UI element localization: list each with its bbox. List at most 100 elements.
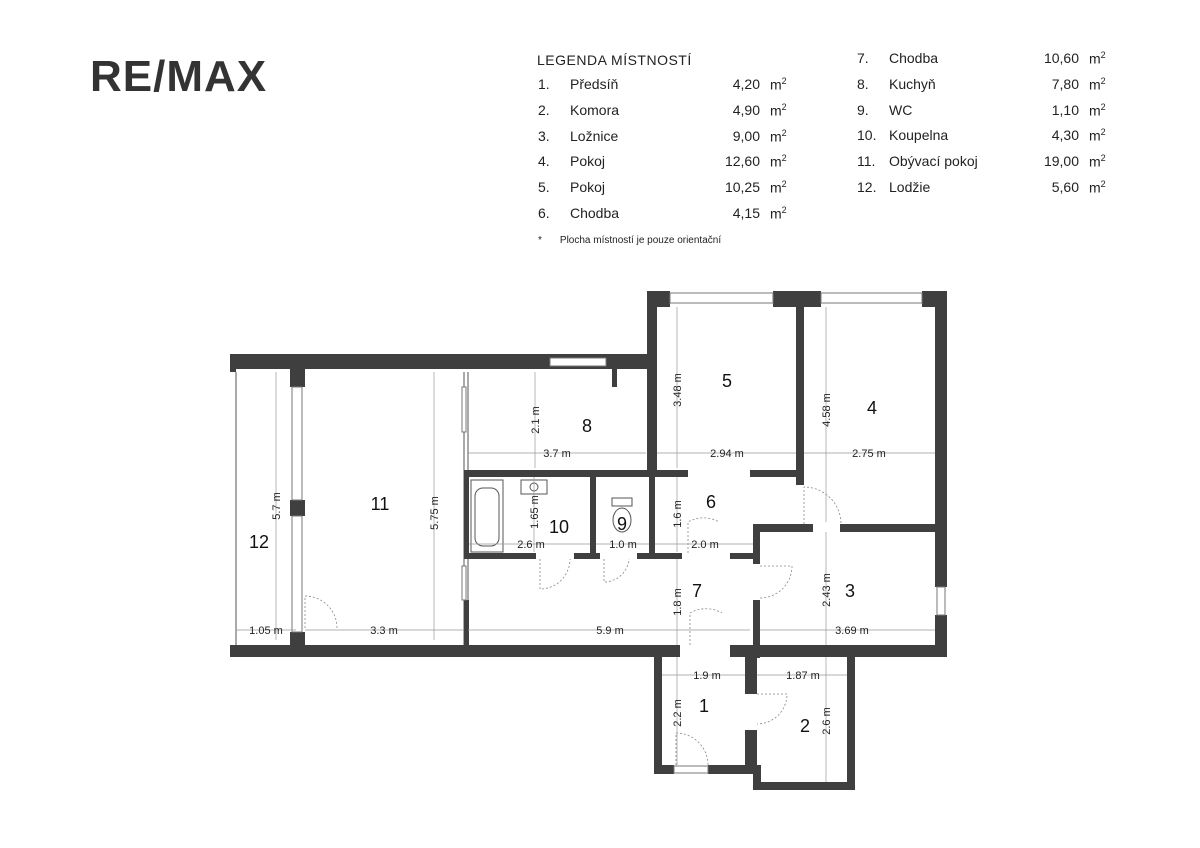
room-number-4: 4	[867, 398, 877, 418]
legend-row: 7. Chodba 10,60 m2	[857, 50, 1117, 70]
room-number-7: 7	[692, 581, 702, 601]
legend-room-area: 9,00	[732, 127, 760, 144]
dim-1-height: 2.2 m	[672, 699, 684, 727]
room-number-8: 8	[582, 416, 592, 436]
room-numbers: 1 2 3 4 5 6 7 8 9 10 11 12	[249, 371, 877, 736]
dim-7-height: 1.8 m	[672, 588, 684, 616]
legend-room-number: 8.	[857, 75, 869, 92]
legend-room-number: 5.	[538, 179, 550, 196]
legend-room-name: Kuchyň	[889, 75, 936, 92]
remax-logo: RE/MAX	[90, 52, 268, 101]
unit-text: m	[770, 128, 782, 145]
legend-room-area: 4,15	[732, 205, 760, 221]
legend-room-name: Obývací pokoj	[889, 153, 978, 170]
legend-room-area: 12,60	[724, 153, 760, 170]
room-number-12: 12	[249, 532, 269, 552]
area-note: * Plocha místností je pouze orientační	[538, 235, 721, 246]
dim-8-height: 2.1 m	[530, 406, 542, 434]
unit-superscript: 2	[1100, 50, 1106, 60]
dim-7-width: 5.9 m	[596, 625, 624, 637]
legend-unit: m2	[770, 205, 787, 222]
unit-text: m	[770, 154, 782, 171]
dim-10-width: 2.6 m	[517, 539, 545, 551]
dim-2-width: 1.87 m	[786, 670, 820, 682]
unit-text: m	[1089, 179, 1101, 196]
legend-row: 10. Koupelna 4,30 m2	[857, 127, 1117, 147]
legend-unit: m2	[1089, 179, 1106, 196]
dim-8-width: 3.7 m	[543, 448, 571, 460]
room-number-10: 10	[549, 517, 569, 537]
legend-unit: m2	[770, 179, 787, 196]
dim-12-height: 5.7 m	[271, 492, 283, 520]
room-number-5: 5	[722, 371, 732, 391]
legend-unit: m2	[770, 128, 787, 145]
dimension-lines	[236, 307, 935, 782]
dim-5-height: 3.48 m	[672, 373, 684, 407]
legend-room-number: 10.	[857, 127, 877, 144]
windows	[291, 292, 946, 774]
walls	[230, 291, 947, 790]
room-number-3: 3	[845, 581, 855, 601]
legend-room-name: Koupelna	[889, 127, 949, 144]
dim-12-width: 1.05 m	[249, 625, 283, 637]
legend-title: LEGENDA MÍSTNOSTÍ	[537, 52, 692, 68]
legend-unit: m2	[1089, 76, 1106, 93]
legend-unit: m2	[1089, 153, 1106, 170]
unit-superscript: 2	[1100, 153, 1106, 164]
legend-unit: m2	[770, 76, 787, 93]
legend-unit: m2	[1089, 50, 1106, 67]
bathtub-icon	[470, 479, 504, 553]
unit-superscript: 2	[1100, 179, 1106, 189]
legend-room-name: Pokoj	[570, 153, 606, 170]
dim-4-height: 4.58 m	[821, 393, 833, 427]
room-number-1: 1	[699, 696, 709, 716]
legend-room-area: 4,90	[732, 101, 760, 118]
legend-room-name: Chodba	[889, 50, 939, 66]
legend-room-number: 6.	[538, 205, 550, 221]
note-asterisk: *	[538, 235, 542, 246]
doors	[304, 486, 842, 766]
legend-row: 6. Chodba 4,15 m2	[538, 205, 798, 225]
legend-room-area: 4,20	[732, 76, 760, 92]
legend-room-area: 10,60	[1043, 50, 1079, 66]
dim-9-width: 1.0 m	[609, 539, 637, 551]
unit-text: m	[770, 179, 782, 196]
legend-room-name: Komora	[570, 101, 620, 118]
dim-3-width: 3.69 m	[835, 625, 869, 637]
dim-10-height: 1.65 m	[529, 495, 541, 529]
dim-1-width: 1.9 m	[693, 670, 721, 682]
dim-11-width: 3.3 m	[370, 625, 398, 637]
unit-superscript: 2	[781, 101, 787, 112]
note-text: Plocha místností je pouze orientační	[559, 235, 722, 246]
toilet-icon	[611, 497, 633, 533]
dim-3-height: 2.43 m	[821, 573, 833, 607]
room-number-6: 6	[706, 492, 716, 512]
dim-2-height: 2.6 m	[821, 707, 833, 735]
legend-unit: m2	[1089, 127, 1106, 144]
unit-superscript: 2	[781, 205, 787, 215]
unit-superscript: 2	[1100, 75, 1106, 86]
dim-4-width: 2.75 m	[852, 448, 886, 460]
dim-5-width: 2.94 m	[710, 448, 744, 460]
dim-6-height: 1.6 m	[672, 500, 684, 528]
unit-superscript: 2	[781, 76, 787, 86]
unit-superscript: 2	[1100, 127, 1106, 138]
legend-unit: m2	[770, 102, 787, 119]
legend-room-area: 5,60	[1051, 179, 1079, 195]
legend-room-number: 4.	[538, 153, 550, 170]
unit-text: m	[1089, 76, 1101, 93]
unit-text: m	[770, 102, 782, 119]
legend-room-area: 4,30	[1051, 127, 1079, 144]
legend-row: 8. Kuchyň 7,80 m2	[857, 76, 1117, 96]
legend-room-name: Chodba	[570, 205, 620, 221]
legend-room-number: 7.	[857, 50, 869, 66]
legend-room-area: 7,80	[1051, 75, 1079, 92]
legend-room-number: 1.	[538, 76, 550, 92]
unit-text: m	[1089, 50, 1101, 67]
legend-room-number: 12.	[857, 179, 877, 195]
